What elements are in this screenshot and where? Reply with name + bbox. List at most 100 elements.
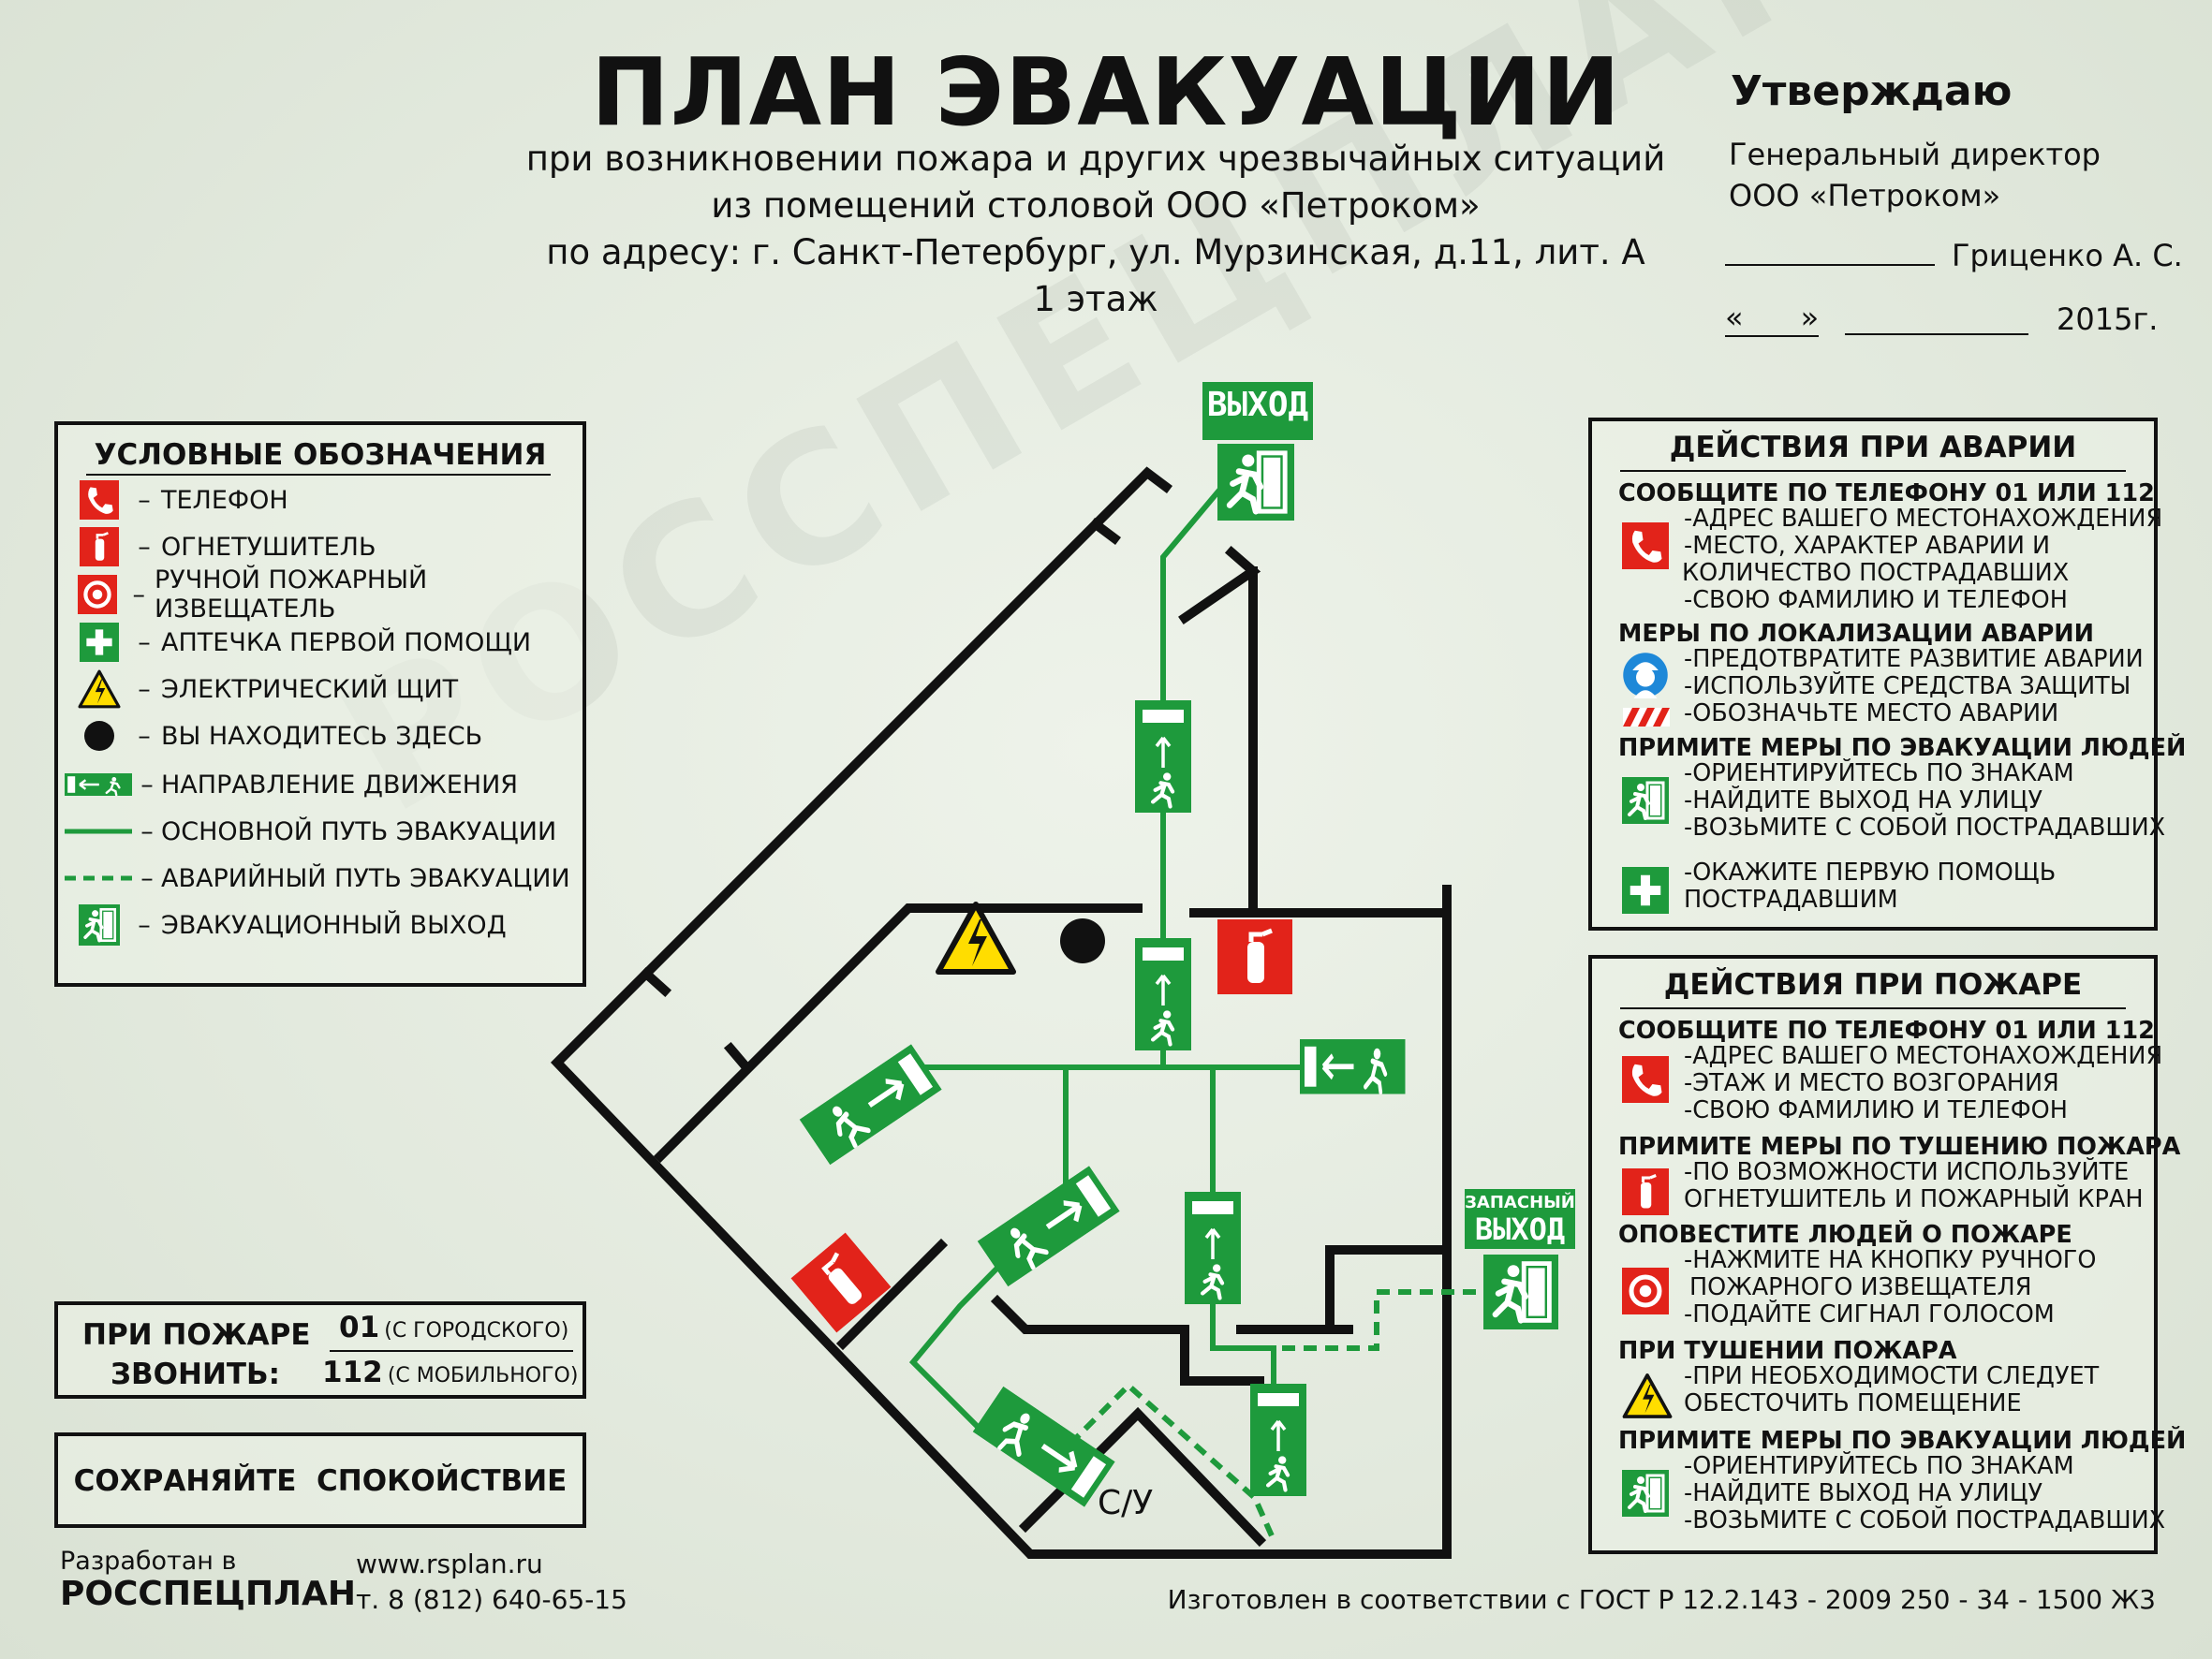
legend-item-direction: – НАПРАВЛЕНИЕ ДВИЖЕНИЯ xyxy=(64,762,518,807)
spare-exit-label-1: ЗАПАСНЫЙ xyxy=(1465,1193,1575,1212)
subtitle-floor: 1 этаж xyxy=(1033,279,1158,319)
direction-sign-up-1 xyxy=(1135,700,1191,813)
fire-alarm-icon xyxy=(1622,1268,1669,1314)
accident-s3-line: -ВОЗЬМИТЕ С СОБОЙ ПОСТРАДАВШИХ xyxy=(1684,814,2166,842)
legend-label: АПТЕЧКА ПЕРВОЙ ПОМОЩИ xyxy=(161,627,532,657)
fire-s2-line: -ПО ВОЗМОЖНОСТИ ИСПОЛЬЗУЙТЕ xyxy=(1684,1158,2130,1186)
accident-s1-line: -СВОЮ ФАМИЛИЮ И ТЕЛЕФОН xyxy=(1684,586,2068,614)
legend-label: АВАРИЙНЫЙ ПУТЬ ЭВАКУАЦИИ xyxy=(161,863,570,893)
route-emergency-spare xyxy=(1217,1289,1480,1351)
direction-sign-upright-1 xyxy=(800,1044,942,1165)
subtitle-line-2: из помещений столовой ООО «Петроком» xyxy=(711,185,1481,226)
protection-icon xyxy=(1622,652,1669,698)
legend-box: УСЛОВНЫЕ ОБОЗНАЧЕНИЯ – ТЕЛЕФОН – ОГНЕТУШ… xyxy=(54,421,586,987)
fire-s3-line: -ПОДАЙТЕ СИГНАЛ ГОЛОСОМ xyxy=(1684,1300,2055,1329)
evacuation-exit-icon[interactable] xyxy=(1483,1255,1558,1329)
legend-label: ТЕЛЕФОН xyxy=(161,485,288,515)
fire-call-number-1: 01 (С ГОРОДСКОГО) xyxy=(339,1311,569,1344)
emergency-route-line-icon xyxy=(64,856,133,901)
approval-signer: Гриценко А. С. xyxy=(1952,238,2183,273)
fire-s3-line: ПОЖАРНОГО ИЗВЕЩАТЕЛЯ xyxy=(1689,1273,2032,1301)
accident-s2-line: -ИСПОЛЬЗУЙТЕ СРЕДСТВА ЗАЩИТЫ xyxy=(1684,672,2131,700)
fire-actions-box: ДЕЙСТВИЯ ПРИ ПОЖАРЕ СООБЩИТЕ ПО ТЕЛЕФОНУ… xyxy=(1588,955,2186,1554)
accident-actions-box: ДЕЙСТВИЯ ПРИ АВАРИИ СООБЩИТЕ ПО ТЕЛЕФОНУ… xyxy=(1588,418,2186,931)
main-exit-label-bg xyxy=(1202,382,1313,440)
gost-note: Изготовлен в соответствии с ГОСТ Р 12.2.… xyxy=(1167,1584,2156,1615)
legend-underline xyxy=(86,474,551,476)
legend-label: ВЫ НАХОДИТЕСЬ ЗДЕСЬ xyxy=(161,721,483,751)
approval-title: Утверждаю xyxy=(1731,67,2013,115)
developer-by: Разработан в xyxy=(60,1547,237,1576)
calm-box: СОХРАНЯЙТЕ СПОКОЙСТВИЕ xyxy=(54,1432,586,1528)
fire-call-box: ПРИ ПОЖАРЕ ЗВОНИТЬ: 01 (С ГОРОДСКОГО) 11… xyxy=(54,1301,586,1399)
evacuation-exit-icon xyxy=(1622,777,1669,824)
spare-exit-label-bg xyxy=(1465,1189,1575,1249)
direction-sign-downright xyxy=(973,1387,1115,1507)
top-wall-left xyxy=(653,903,1143,1164)
legend-item-electric-panel: – ЭЛЕКТРИЧЕСКИЙ ЩИТ xyxy=(71,667,458,712)
fire-call-label-2: ЗВОНИТЬ: xyxy=(111,1358,281,1391)
main-exit-label: ВЫХОД xyxy=(1206,386,1309,424)
fire-call-label-1: ПРИ ПОЖАРЕ xyxy=(82,1318,311,1352)
legend-label: ОГНЕТУШИТЕЛЬ xyxy=(161,532,376,562)
accident-s2-head: МЕРЫ ПО ЛОКАЛИЗАЦИИ АВАРИИ xyxy=(1618,620,2094,648)
electric-panel-icon xyxy=(938,904,1013,972)
approval-company: ООО «Петроком» xyxy=(1729,178,2001,213)
accident-s3-line: -НАЙДИТЕ ВЫХОД НА УЛИЦУ xyxy=(1684,786,2043,815)
developer-site[interactable]: www.rsplan.ru xyxy=(356,1549,543,1579)
legend-title: УСЛОВНЫЕ ОБОЗНАЧЕНИЯ xyxy=(94,438,547,472)
you-are-here-icon xyxy=(1060,918,1105,963)
subtitle-line-1: при возникновении пожара и других чрезвы… xyxy=(525,139,1666,179)
legend-label: ЭВАКУАЦИОННЫЙ ВЫХОД xyxy=(161,910,507,940)
you-are-here-icon xyxy=(71,713,127,758)
accident-s1-head: СООБЩИТЕ ПО ТЕЛЕФОНУ 01 ИЛИ 112 xyxy=(1618,479,2155,507)
accident-s1-line: -АДРЕС ВАШЕГО МЕСТОНАХОЖДЕНИЯ xyxy=(1684,505,2163,533)
wc-label: С/У xyxy=(1098,1484,1154,1522)
spare-exit-label-2: ВЫХОД xyxy=(1474,1211,1566,1247)
fire-s5-line: -НАЙДИТЕ ВЫХОД НА УЛИЦУ xyxy=(1684,1479,2043,1507)
developer-phone: т. 8 (812) 640-65-15 xyxy=(356,1584,627,1615)
legend-item-phone: – ТЕЛЕФОН xyxy=(71,477,288,522)
fire-s2-head: ПРИМИТЕ МЕРЫ ПО ТУШЕНИЮ ПОЖАРА xyxy=(1618,1133,2181,1161)
fire-s1-line: -ЭТАЖ И МЕСТО ВОЗГОРАНИЯ xyxy=(1684,1069,2059,1097)
accident-s2-line: -ОБОЗНАЧЬТЕ МЕСТО АВАРИИ xyxy=(1684,699,2059,727)
evacuation-exit-icon[interactable] xyxy=(1217,444,1294,521)
legend-label: ОСНОВНОЙ ПУТЬ ЭВАКУАЦИИ xyxy=(161,816,557,846)
legend-item-exit: – ЭВАКУАЦИОННЫЙ ВЫХОД xyxy=(71,903,507,947)
fire-s4-line: -ПРИ НЕОБХОДИМОСТИ СЛЕДУЕТ xyxy=(1684,1362,2100,1390)
legend-item-emergency-route: – АВАРИЙНЫЙ ПУТЬ ЭВАКУАЦИИ xyxy=(64,856,570,901)
legend-item-first-aid: – АПТЕЧКА ПЕРВОЙ ПОМОЩИ xyxy=(71,620,531,665)
fire-s1-line: -СВОЮ ФАМИЛИЮ И ТЕЛЕФОН xyxy=(1684,1096,2068,1124)
first-aid-icon xyxy=(1622,867,1669,914)
approval-year: 2015г. xyxy=(2057,301,2159,337)
fire-s3-head: ОПОВЕСТИТЕ ЛЮДЕЙ О ПОЖАРЕ xyxy=(1618,1221,2072,1249)
fire-s4-line: ОБЕСТОЧИТЬ ПОМЕЩЕНИЕ xyxy=(1684,1389,2022,1417)
electric-panel-icon xyxy=(1622,1373,1673,1419)
page-title: ПЛАН ЭВАКУАЦИИ xyxy=(590,37,1622,147)
approval-month-line xyxy=(1845,333,2028,335)
fire-s3-line: -НАЖМИТЕ НА КНОПКУ РУЧНОГО xyxy=(1684,1246,2097,1274)
accident-title: ДЕЙСТВИЯ ПРИ АВАРИИ xyxy=(1669,431,2077,464)
legend-label: РУЧНОЙ ПОЖАРНЫЙ ИЗВЕЩАТЕЛЬ xyxy=(154,565,428,624)
fire-s2-line: ОГНЕТУШИТЕЛЬ И ПОЖАРНЫЙ КРАН xyxy=(1684,1185,2144,1213)
legend-item-main-route: – ОСНОВНОЙ ПУТЬ ЭВАКУАЦИИ xyxy=(64,809,556,854)
direction-sign-upright-2 xyxy=(978,1166,1120,1286)
accident-s4-line: -ОКАЖИТЕ ПЕРВУЮ ПОМОЩЬ xyxy=(1684,859,2057,887)
phone-icon xyxy=(1622,1056,1669,1103)
accident-s2-line: -ПРЕДОТВРАТИТЕ РАЗВИТИЕ АВАРИИ xyxy=(1684,645,2144,673)
main-route-line-icon xyxy=(64,809,133,854)
approval-position: Генеральный директор xyxy=(1729,137,2101,172)
direction-sign-up-3 xyxy=(1185,1192,1241,1304)
hazard-stripes-icon xyxy=(1622,708,1671,727)
extinguisher-icon xyxy=(1622,1168,1669,1215)
fire-s1-head: СООБЩИТЕ ПО ТЕЛЕФОНУ 01 ИЛИ 112 xyxy=(1618,1017,2155,1045)
extinguisher-icon xyxy=(1217,919,1292,994)
fire-s5-line: -ОРИЕНТИРУЙТЕСЬ ПО ЗНАКАМ xyxy=(1684,1452,2074,1480)
fire-s5-head: ПРИМИТЕ МЕРЫ ПО ЭВАКУАЦИИ ЛЮДЕЙ xyxy=(1618,1427,2187,1455)
fire-s4-head: ПРИ ТУШЕНИИ ПОЖАРА xyxy=(1618,1337,1957,1365)
direction-sign-up-4 xyxy=(1250,1384,1306,1496)
accident-s4-line: ПОСТРАДАВШИМ xyxy=(1684,886,1898,914)
legend-item-you-are-here: – ВЫ НАХОДИТЕСЬ ЗДЕСЬ xyxy=(71,713,482,758)
approval-day: « » xyxy=(1725,300,1820,337)
legend-label: ЭЛЕКТРИЧЕСКИЙ ЩИТ xyxy=(161,674,459,704)
